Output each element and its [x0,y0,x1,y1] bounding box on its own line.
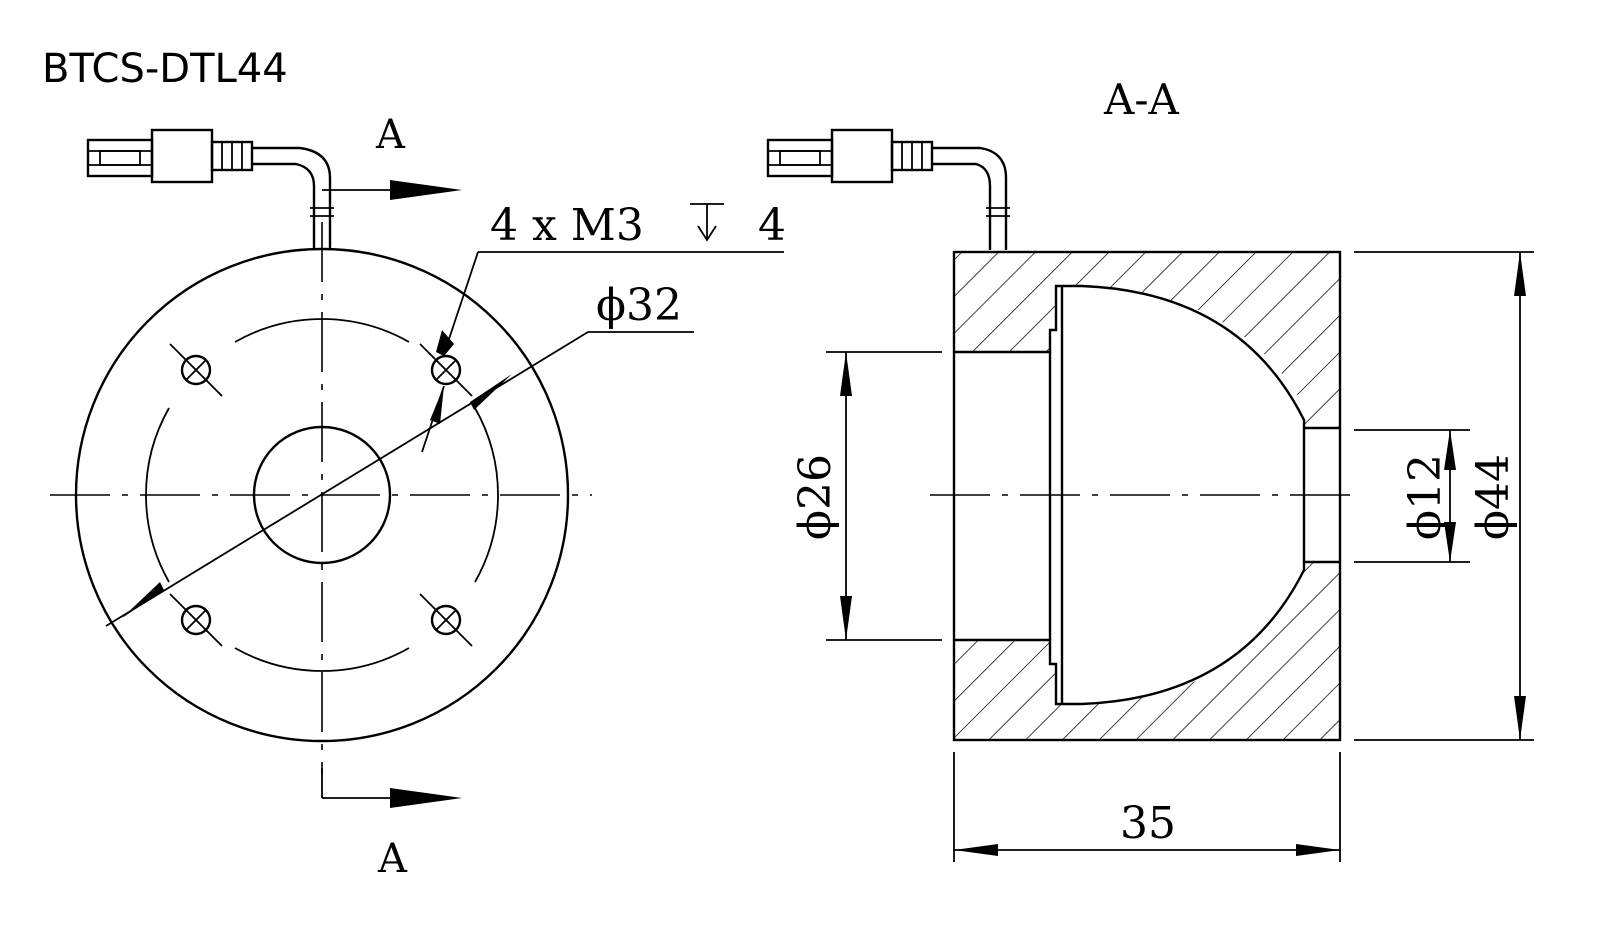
pcd-label: ϕ32 [596,280,682,331]
connector-plug [86,128,334,250]
aperture-dimension-label: ϕ12 [1400,454,1451,540]
length-dimension-label: 35 [1120,798,1176,849]
section-view-title: A-A [1103,75,1180,124]
hole-callout-text: 4 x M3 [490,200,644,251]
section-view: A-A [766,75,1534,862]
depth-symbol-icon [690,203,724,242]
length-dimension [953,752,1341,862]
drawing-title: BTCS-DTL44 [42,46,288,92]
inner-cavity-profile [954,284,1340,706]
bolt-hole-bottom-right [419,593,473,647]
aperture-dimension [1354,429,1470,563]
front-view: A A [50,112,786,882]
section-arrow-bottom [321,768,462,808]
bolt-hole-top-right [419,343,473,397]
body-outline [952,250,1342,742]
section-mark-top: A [375,112,406,158]
connector-plug-section [766,128,1010,250]
bolt-hole-top-left [169,343,223,397]
pcd-dimension-leader [105,331,694,627]
bolt-hole-bottom-left [169,593,223,647]
hole-depth-text: 4 [758,200,786,251]
bore-dimension-label: ϕ26 [790,454,841,540]
outer-diameter-label: ϕ44 [1468,454,1519,540]
bore-dimension [826,351,942,641]
section-arrow-top [322,180,462,200]
body-hatch [954,252,1340,740]
section-mark-bottom: A [377,836,408,882]
outer-diameter-dimension [1354,251,1534,741]
hole-callout-leader [421,251,784,453]
